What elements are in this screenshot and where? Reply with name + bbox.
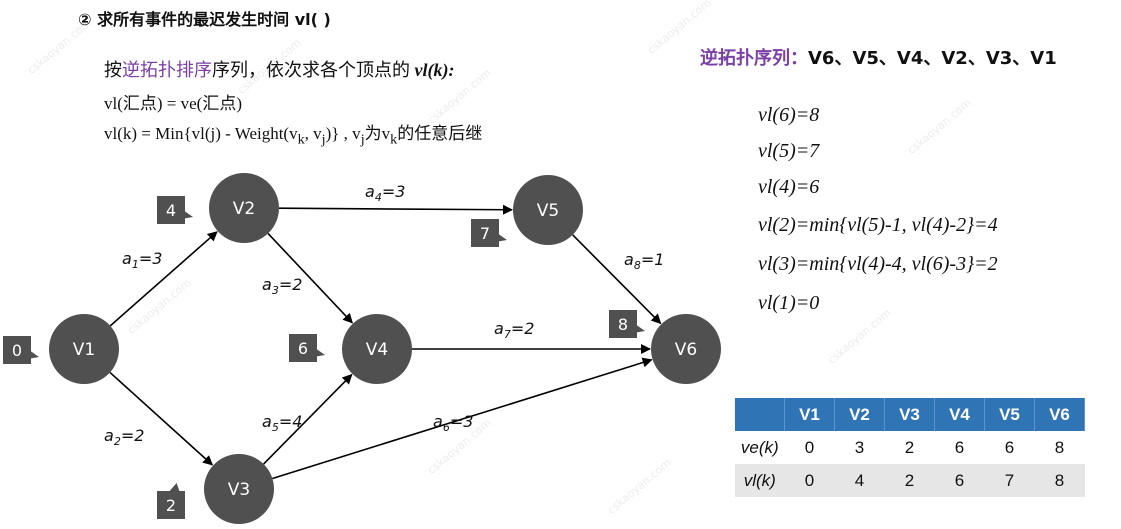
vertex-time-tag: 8 [609,310,645,338]
table-cell: 0 [784,431,835,464]
edge-label-a3: a3=2 [262,275,302,297]
edge-label-a7: a7=2 [494,319,534,341]
edge-label-a5: a5=4 [262,412,302,434]
edge-v2-v5 [278,204,514,215]
intro-suffix: 序列，依次求各个顶点的 [212,60,410,80]
table-cell: 0 [784,464,835,497]
edge-label-a8: a8=1 [624,250,664,272]
edge-v5-v6 [572,234,662,325]
vertex-label: V1 [73,340,95,360]
edges-layer [109,204,662,480]
reverse-topo-label: 逆拓扑序列： [700,48,808,69]
rule-tail2: 的任意后继 [397,124,483,143]
intro-line: 按逆拓扑排序序列，依次求各个顶点的 vl(k): [104,56,454,82]
edge-label-a4: a4=3 [365,182,405,204]
table-header-cell: V3 [884,398,935,431]
rule-sub-j: j [321,131,326,148]
table-header-cell: V1 [784,398,835,431]
edge-v2-v4 [267,232,353,324]
svg-text:8: 8 [618,315,628,334]
table-header-row: V1 V2 V3 V4 V5 V6 [735,398,1085,431]
intro-prefix: 按 [104,60,122,80]
vertex-v2: V2 4 [157,173,279,243]
rule-sink: vl(汇点) = ve(汇点) [104,94,243,113]
rule-sub-j2: j [360,131,365,148]
edge-label-a2: a2=2 [104,426,144,448]
vl-step: vl(5)=7 [758,140,820,162]
table-cell: 2 [884,431,935,464]
edge-label-a6: a6=3 [433,412,473,434]
table-cell: 8 [1034,431,1085,464]
vertex-time-tag: 7 [471,219,507,247]
table-row: ve(k) 0 3 2 6 6 8 [735,431,1085,464]
vl-step: vl(6)=8 [758,104,820,126]
reverse-topo-values: V6、V5、V4、V2、V3、V1 [808,48,1057,69]
edge-label-a1: a1=3 [122,249,162,271]
rule-sub-k: k [297,131,305,148]
table-row-label: ve(k) [735,431,785,464]
vl-step: vl(4)=6 [758,176,820,198]
svg-text:4: 4 [166,201,176,220]
table-row-label: vl(k) [735,464,785,497]
vertex-label: V3 [228,480,250,500]
table-cell: 2 [884,464,935,497]
rule-tail1: 为v [364,124,391,143]
table-cell: 8 [1034,464,1085,497]
rule-general: vl(k) = Min{vl(j) - Weight(vk, vj)} , vj… [104,119,482,148]
vertex-time-tag: 6 [289,334,325,362]
table-header-cell [735,398,785,431]
vertex-v6: V6 8 [609,310,721,384]
ve-vl-table: V1 V2 V3 V4 V5 V6 ve(k) 0 3 2 6 6 8 vl(k… [735,398,1085,497]
table-cell: 7 [984,464,1035,497]
vertex-label: V5 [537,201,559,221]
vertex-label: V4 [366,340,388,360]
vertex-v5: V5 7 [471,175,583,247]
table-cell: 3 [834,431,885,464]
vertex-v3: V3 2 [157,454,274,524]
edge-v3-v6 [272,357,653,480]
svg-text:0: 0 [12,341,22,360]
table-cell: 6 [934,464,985,497]
table-header-cell: V6 [1034,398,1085,431]
vl-step: vl(3)=min{vl(4)-4, vl(6)-3}=2 [758,253,998,275]
table-cell: 6 [984,431,1035,464]
vertex-time-tag: 4 [157,196,193,224]
table-cell: 4 [834,464,885,497]
nodes-layer: V1 0 V2 4V3 2 V4 6 V5 7V6 8 [3,173,721,524]
table-row: vl(k) 0 4 2 6 7 8 [735,464,1085,497]
rule-mid: , v [304,124,322,143]
vl-step: vl(2)=min{vl(5)-1, vl(4)-2}=4 [758,214,998,236]
vertex-label: V6 [675,340,697,360]
rule-lhs: vl(k) = Min{vl(j) - Weight(v [104,124,298,143]
svg-text:7: 7 [480,224,490,243]
table-header-cell: V5 [984,398,1035,431]
svg-text:2: 2 [166,496,176,515]
intro-highlight: 逆拓扑排序 [122,60,212,80]
rule-sub-k2: k [390,131,398,148]
edge-labels-layer: a1=3 a2=2 a3=2 a4=3 a5=4 a6=3 a7=2 a8=1 [104,182,664,448]
table-header-cell: V2 [834,398,885,431]
edge-v1-v3 [109,371,214,466]
vertex-time-tag: 2 [157,483,185,519]
vertex-v1: V1 0 [3,314,119,384]
vertex-label: V2 [233,199,255,219]
section-heading: ② 求所有事件的最迟发生时间 vl( ) [78,10,331,29]
intro-var: vl(k): [414,60,455,80]
svg-text:6: 6 [298,339,308,358]
table-cell: 6 [934,431,985,464]
vertex-v4: V4 6 [289,314,412,384]
table-header-cell: V4 [934,398,985,431]
vl-step: vl(1)=0 [758,292,820,314]
vertex-time-tag: 0 [3,336,39,364]
edge-v3-v4 [263,373,353,465]
edge-v1-v2 [109,231,218,327]
rule-rhs: )} , v [325,124,361,143]
reverse-topo-sequence: 逆拓扑序列：V6、V5、V4、V2、V3、V1 [700,44,1057,70]
